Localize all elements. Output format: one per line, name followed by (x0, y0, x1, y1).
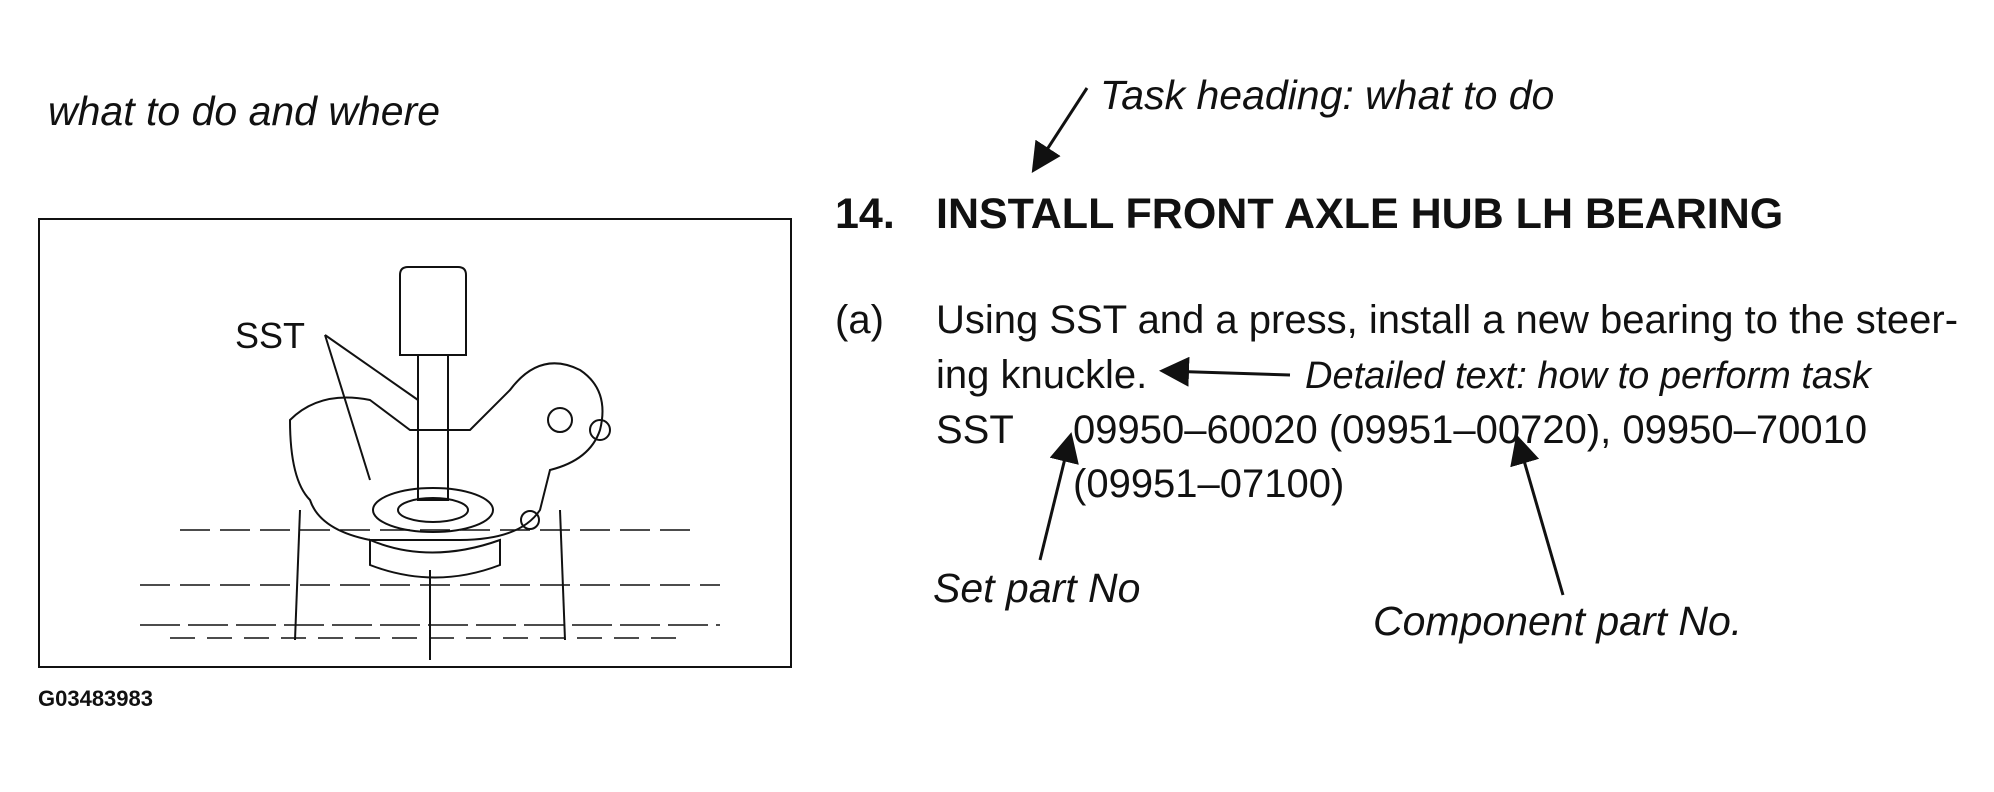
detail-annotation: Detailed text: how to perform task (1305, 355, 1872, 397)
left-caption: what to do and where (48, 88, 441, 134)
set-part-arrow (1038, 432, 1079, 561)
substep-label: (a) (835, 298, 884, 342)
step-title: INSTALL FRONT AXLE HUB LH BEARING (936, 190, 1784, 238)
step-number: 14. (835, 190, 895, 238)
instruction-line-1: Using SST and a press, install a new bea… (936, 298, 1959, 342)
heading-arrow (1031, 87, 1089, 174)
figure-id: G03483983 (38, 686, 153, 711)
detail-arrow (1159, 356, 1291, 387)
component-part-arrow (1510, 434, 1565, 596)
sst-part-numbers-line-1: 09950–60020 (09951–00720), 09950–70010 (1073, 408, 1868, 452)
instruction-line-2: ing knuckle. (936, 353, 1148, 397)
sst-label: SST (936, 408, 1014, 452)
component-part-annotation: Component part No. (1373, 598, 1743, 644)
sst-callout-label: SST (235, 315, 306, 356)
heading-annotation: Task heading: what to do (1100, 72, 1555, 118)
set-part-annotation: Set part No (933, 565, 1141, 611)
sst-part-numbers-line-2: (09951–07100) (1073, 462, 1345, 506)
steering-knuckle-press-illustration (140, 266, 720, 660)
illustration-frame: SST (38, 218, 792, 668)
